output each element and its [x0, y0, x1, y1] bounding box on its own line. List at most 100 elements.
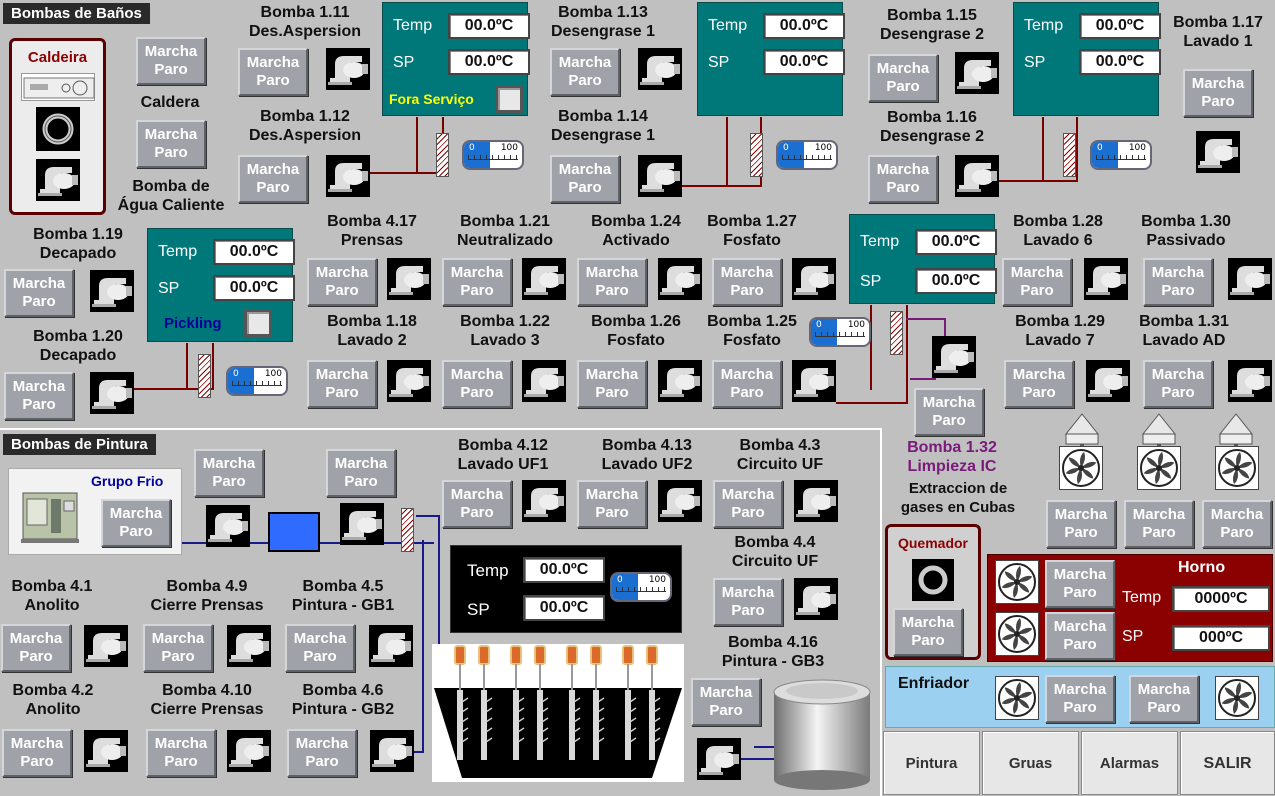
pump-icon [792, 258, 836, 300]
temp-value[interactable]: 00.0ºC [213, 239, 295, 265]
nav-pintura-button[interactable]: Pintura [883, 731, 980, 795]
temp-panel-3: Temp 00.0ºC SP 00.0ºC [1013, 2, 1161, 116]
pump-icon [90, 372, 134, 414]
storage-tank [770, 676, 874, 792]
pipe [906, 305, 908, 404]
pump-icon [387, 360, 431, 402]
nav-salir-button[interactable]: SALIR [1180, 731, 1275, 795]
temp-value[interactable]: 00.0ºC [448, 13, 530, 39]
horno-sp-label: SP [1122, 628, 1144, 645]
filter-icon [890, 311, 903, 355]
temp-value[interactable]: 00.0ºC [763, 13, 845, 39]
pickling-label: Pickling [164, 315, 222, 332]
gauge-max: 100 [264, 369, 282, 379]
gauge-max: 100 [814, 143, 832, 153]
sp-value[interactable]: 00.0ºC [1079, 49, 1161, 75]
pump-icon-caldeira [36, 159, 80, 201]
pump-icon [369, 625, 413, 667]
burner-icon [912, 559, 954, 601]
nav-alarmas-button[interactable]: Alarmas [1081, 731, 1178, 795]
pipe [906, 318, 946, 320]
temp-label: Temp [860, 233, 900, 250]
pump-icon [955, 155, 999, 197]
sp-value[interactable]: 00.0ºC [523, 595, 605, 621]
fora-servico-checkbox[interactable] [495, 85, 523, 113]
sp-label: SP [1024, 54, 1046, 71]
sp-value[interactable]: 00.0ºC [448, 49, 530, 75]
pipe [682, 185, 762, 187]
horno-sp-value[interactable]: 000ºC [1172, 625, 1270, 651]
pickling-checkbox[interactable] [244, 309, 272, 337]
sp-label: SP [708, 54, 730, 71]
sp-value[interactable]: 00.0ºC [213, 275, 295, 301]
nav-gruas-button[interactable]: Gruas [982, 731, 1079, 795]
filter-icon [198, 354, 211, 398]
temp-value[interactable]: 00.0ºC [915, 229, 997, 255]
sp-value[interactable]: 00.0ºC [915, 268, 997, 294]
pipe [438, 515, 440, 693]
temp-value[interactable]: 00.0ºC [523, 557, 605, 583]
temp-value[interactable]: 00.0ºC [1079, 13, 1161, 39]
pipe [1076, 117, 1078, 182]
caldeira-boiler-image [21, 73, 95, 101]
pump-icon [794, 578, 838, 620]
horno-temp-value[interactable]: 0000ºC [1172, 586, 1270, 612]
sp-value[interactable]: 00.0ºC [763, 49, 845, 75]
grupo-frio-label: Grupo Frio [91, 473, 164, 489]
pump-icon [792, 360, 836, 402]
